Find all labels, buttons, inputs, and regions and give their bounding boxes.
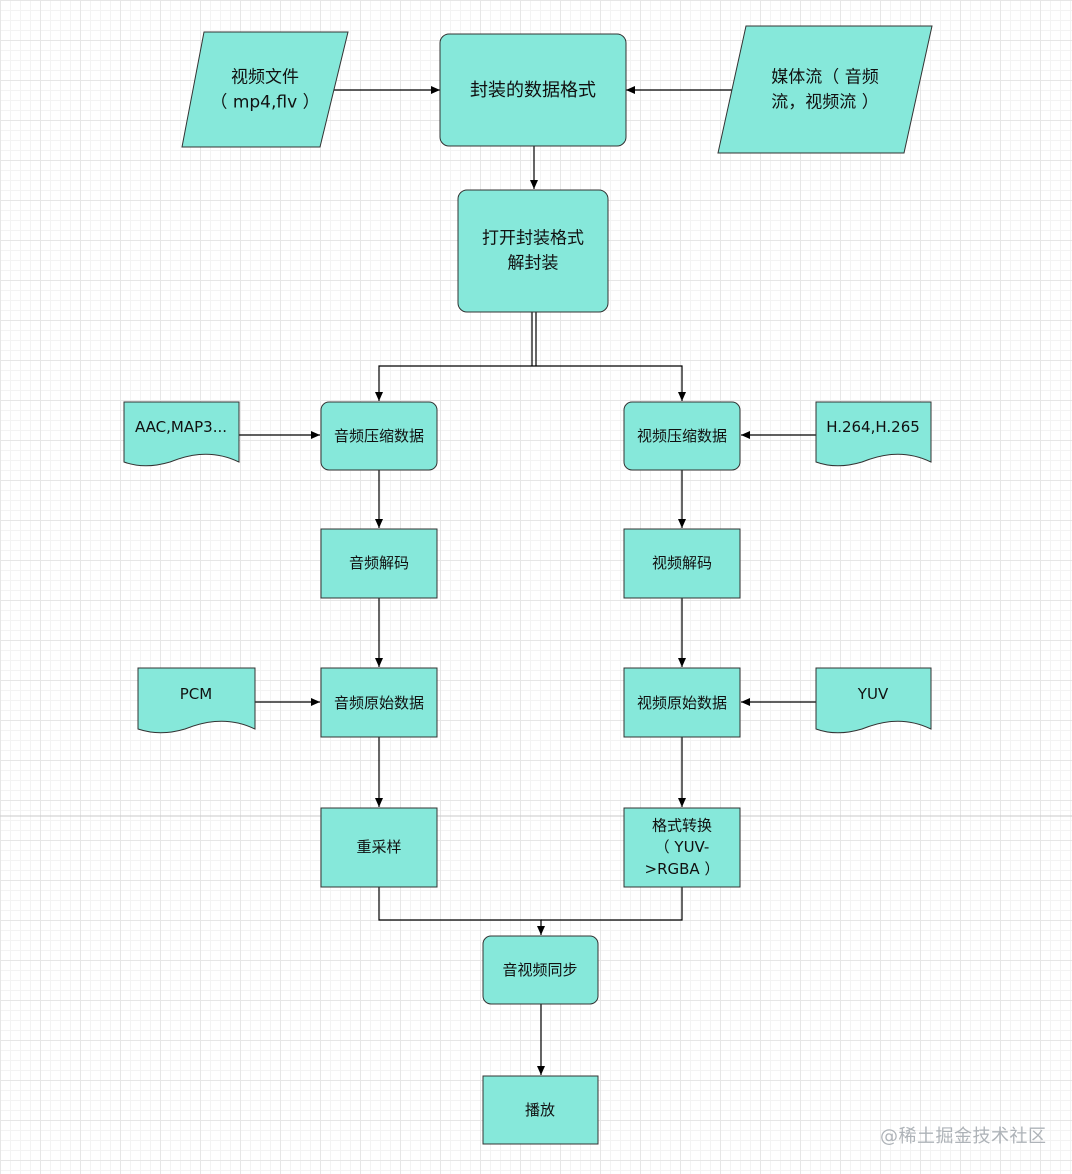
node-container-format: 封装的数据格式 bbox=[439, 33, 627, 147]
node-video-decode-label: 视频解码 bbox=[652, 554, 712, 572]
video-compressed-line: 视频压缩数据 bbox=[637, 427, 727, 445]
node-audio-decode: 音频解码 bbox=[320, 528, 438, 599]
node-media-stream: 媒体流（ 音频流，视频流 ） bbox=[717, 25, 933, 154]
pcm-line: PCM bbox=[180, 685, 212, 703]
node-audio-compressed-label: 音频压缩数据 bbox=[334, 427, 424, 445]
edge-convert-to-sync bbox=[541, 887, 683, 921]
video-codecs-line: H.264,H.265 bbox=[826, 418, 920, 436]
node-av-sync-label: 音视频同步 bbox=[502, 961, 577, 979]
node-video-decode: 视频解码 bbox=[623, 528, 741, 599]
format-convert-line: >RGBA ） bbox=[645, 860, 720, 878]
node-format-convert-label: 格式转换 （ YUV- >RGBA ） bbox=[645, 816, 720, 878]
node-pcm: PCM bbox=[137, 667, 256, 734]
node-container-format-label: 封装的数据格式 bbox=[470, 80, 596, 101]
demux-line: 解封装 bbox=[508, 253, 559, 273]
edge-split-to-audio bbox=[375, 365, 534, 401]
node-demux: 打开封装格式解封装 bbox=[457, 189, 609, 313]
resample-line: 重采样 bbox=[356, 838, 401, 856]
node-audio-raw-label: 音频原始数据 bbox=[334, 694, 424, 712]
node-av-sync: 音视频同步 bbox=[482, 935, 599, 1005]
node-audio-codecs: AAC,MAP3... bbox=[123, 401, 240, 467]
demux-line: 打开封装格式 bbox=[482, 229, 584, 249]
node-video-raw-label: 视频原始数据 bbox=[637, 694, 727, 712]
node-resample: 重采样 bbox=[320, 807, 438, 888]
audio-compressed-line: 音频压缩数据 bbox=[334, 427, 424, 445]
video-raw-line: 视频原始数据 bbox=[637, 694, 727, 712]
node-yuv: YUV bbox=[815, 667, 932, 734]
audio-decode-line: 音频解码 bbox=[349, 554, 409, 572]
audio-codecs-line: AAC,MAP3... bbox=[135, 418, 227, 436]
node-demux-label: 打开封装格式解封装 bbox=[482, 229, 584, 274]
video-file-line: 视频文件 bbox=[231, 68, 299, 88]
node-audio-compressed: 音频压缩数据 bbox=[320, 401, 438, 471]
node-video-file: 视频文件 （ mp4,flv ） bbox=[181, 31, 349, 148]
watermark: @稀土掘金技术社区 bbox=[880, 1126, 1047, 1147]
node-video-codecs: H.264,H.265 bbox=[815, 401, 932, 467]
video-file-line: （ mp4,flv ） bbox=[210, 92, 319, 112]
node-play-label: 播放 bbox=[525, 1101, 555, 1119]
node-video-codecs-label: H.264,H.265 bbox=[826, 418, 920, 436]
media-stream-line: 流，视频流 ） bbox=[771, 92, 878, 112]
play-line: 播放 bbox=[525, 1101, 555, 1119]
node-video-file-label: 视频文件 （ mp4,flv ） bbox=[210, 68, 319, 113]
video-decode-line: 视频解码 bbox=[652, 554, 712, 572]
node-media-stream-label: 媒体流（ 音频流，视频流 ） bbox=[771, 68, 878, 113]
node-yuv-label: YUV bbox=[857, 685, 889, 703]
edge-resample-to-sync bbox=[378, 887, 545, 935]
node-video-compressed-label: 视频压缩数据 bbox=[637, 427, 727, 445]
format-convert-line: （ YUV- bbox=[655, 838, 710, 856]
format-convert-line: 格式转换 bbox=[652, 816, 712, 834]
av-sync-line: 音视频同步 bbox=[502, 961, 577, 979]
edges bbox=[239, 86, 816, 1075]
yuv-line: YUV bbox=[857, 685, 889, 703]
node-play: 播放 bbox=[482, 1075, 599, 1145]
node-format-convert: 格式转换 （ YUV- >RGBA ） bbox=[623, 807, 741, 888]
container-format-line: 封装的数据格式 bbox=[470, 80, 596, 101]
edge-split-to-video bbox=[534, 365, 686, 401]
node-video-raw: 视频原始数据 bbox=[623, 667, 741, 738]
node-resample-label: 重采样 bbox=[356, 838, 401, 856]
node-audio-decode-label: 音频解码 bbox=[349, 554, 409, 572]
node-video-compressed: 视频压缩数据 bbox=[623, 401, 741, 471]
audio-raw-line: 音频原始数据 bbox=[334, 694, 424, 712]
media-stream-line: 媒体流（ 音频 bbox=[771, 68, 878, 88]
node-audio-raw: 音频原始数据 bbox=[320, 667, 438, 738]
node-audio-codecs-label: AAC,MAP3... bbox=[135, 418, 227, 436]
node-pcm-label: PCM bbox=[180, 685, 212, 703]
